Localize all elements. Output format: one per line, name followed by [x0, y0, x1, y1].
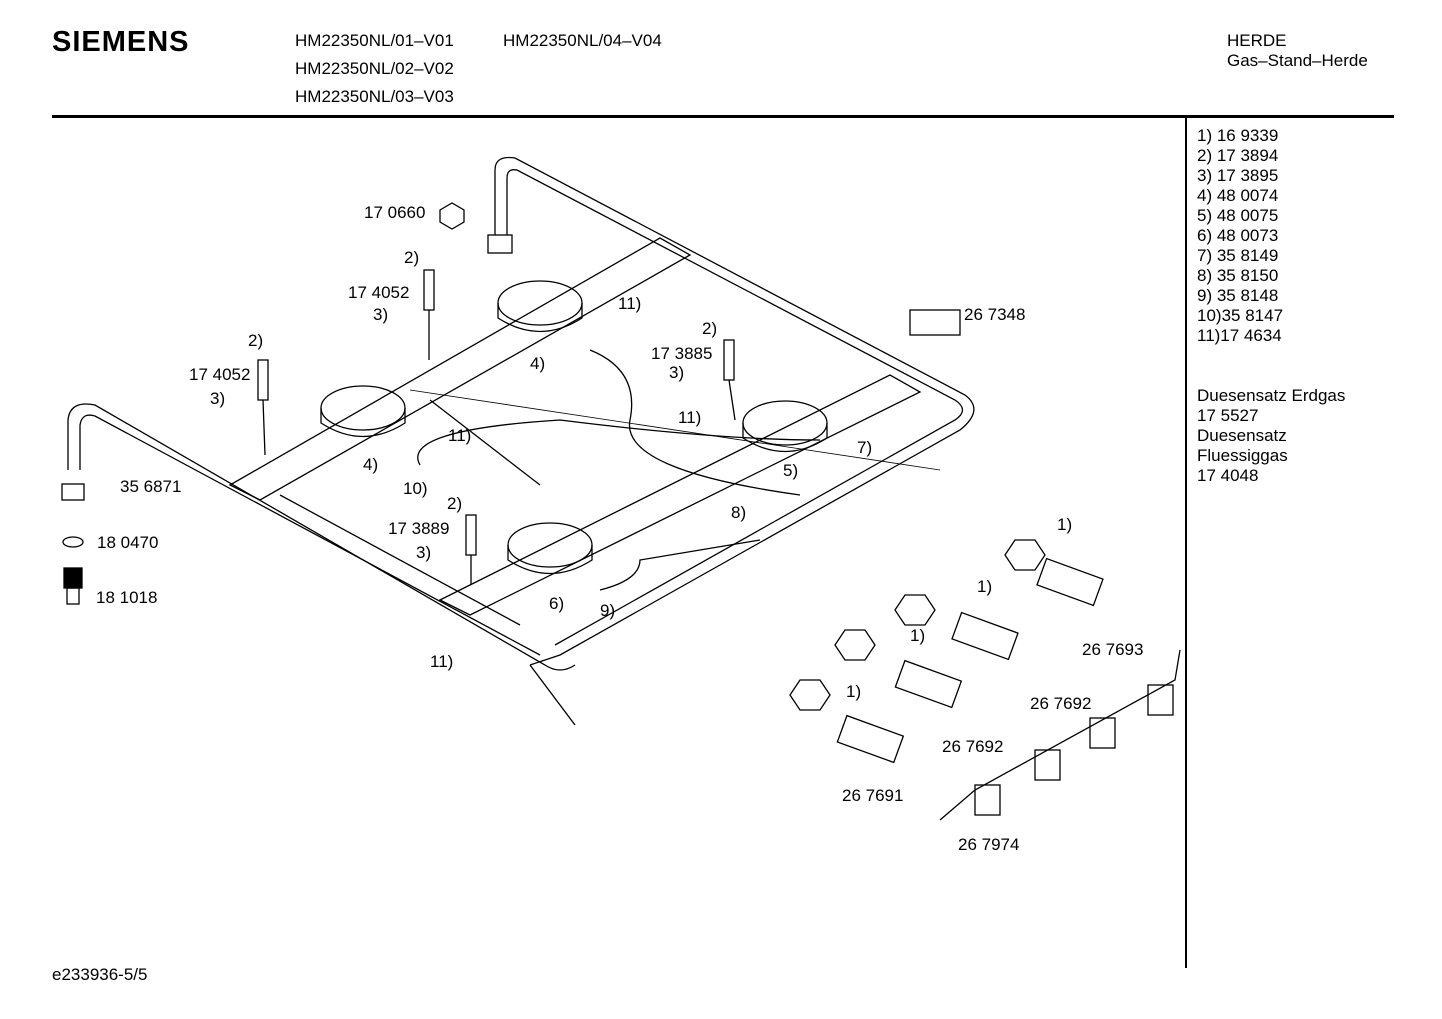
burner-cups	[320, 280, 828, 575]
part-label: 11)	[618, 294, 642, 313]
part-label: 11)	[448, 426, 472, 445]
part-label: 10)	[403, 479, 428, 498]
part-label: 26 7691	[842, 786, 904, 805]
category: HERDE	[1227, 31, 1287, 50]
parts-list-item: 9) 35 8148	[1197, 286, 1279, 305]
part-label: 1)	[910, 626, 926, 645]
part-label: 2)	[404, 248, 420, 267]
part-label: 18 1018	[96, 588, 158, 607]
part-label: 26 7348	[964, 305, 1026, 324]
parts-list-item: 1) 16 9339	[1197, 126, 1279, 145]
parts-list-item: 4) 48 0074	[1197, 186, 1279, 205]
document-id: e233936-5/5	[52, 965, 148, 984]
nozzle-set-number: 17 5527	[1197, 406, 1259, 425]
part-label: 26 7693	[1082, 640, 1144, 659]
gas-valves	[789, 539, 1104, 764]
part-label: 2)	[447, 494, 463, 513]
parts-list-item: 6) 48 0073	[1197, 226, 1279, 245]
header-divider	[52, 115, 1394, 118]
part-label: 26 7692	[942, 737, 1004, 756]
parts-list-item: 5) 48 0075	[1197, 206, 1279, 225]
part-label: 5)	[783, 461, 799, 480]
part-label: 11)	[430, 652, 454, 671]
burner-frame-tubes	[67, 156, 975, 671]
part-label: 1)	[977, 577, 993, 596]
model-number: HM22350NL/03–V03	[295, 87, 454, 106]
model-number: HM22350NL/01–V01	[295, 31, 454, 50]
part-label: 18 0470	[97, 533, 159, 552]
part-label: 17 4052	[348, 283, 410, 302]
part-label: 35 6871	[120, 477, 182, 496]
part-label: 3)	[373, 305, 389, 324]
parts-list: 1) 16 9339 2) 17 3894 3) 17 3895 4) 48 0…	[1197, 126, 1345, 486]
siemens-logo: SIEMENS	[52, 26, 190, 58]
part-label: 1)	[1057, 515, 1073, 534]
part-label: 17 3885	[651, 344, 713, 363]
parts-list-item: 8) 35 8150	[1197, 266, 1279, 285]
column-divider	[1185, 118, 1187, 968]
parts-list-item: 11)17 4634	[1197, 326, 1282, 345]
part-label: 4)	[363, 455, 379, 474]
parts-list-item: 2) 17 3894	[1197, 146, 1279, 165]
misc-parts	[61, 202, 1181, 821]
model-number: HM22350NL/04–V04	[503, 31, 662, 50]
parts-list-item: 7) 35 8149	[1197, 246, 1279, 265]
nozzle-set-label: Fluessiggas	[1197, 446, 1288, 465]
part-label: 2)	[248, 331, 264, 350]
part-label: 17 0660	[364, 203, 426, 222]
part-label: 3)	[416, 543, 432, 562]
nozzle-set-number: 17 4048	[1197, 466, 1259, 485]
part-label: 4)	[530, 354, 546, 373]
part-label: 1)	[846, 682, 862, 701]
part-label: 3)	[210, 389, 226, 408]
part-label: 3)	[669, 363, 685, 382]
part-label: 9)	[600, 601, 616, 620]
model-number: HM22350NL/02–V02	[295, 59, 454, 78]
nozzle-set-label: Duesensatz Erdgas	[1197, 386, 1346, 405]
part-label: 17 3889	[388, 519, 450, 538]
part-label: 2)	[702, 319, 718, 338]
part-label: 6)	[549, 594, 565, 613]
parts-list-item: 10)35 8147	[1197, 306, 1284, 325]
part-label: 26 7692	[1030, 694, 1092, 713]
subcategory: Gas–Stand–Herde	[1227, 51, 1368, 70]
gas-pipes	[417, 349, 821, 726]
nozzle-set-label: Duesensatz	[1197, 426, 1287, 445]
part-label: 11)	[678, 408, 702, 427]
parts-list-item: 3) 17 3895	[1197, 166, 1279, 185]
ignition-electrodes	[257, 269, 736, 585]
part-label: 26 7974	[958, 835, 1020, 854]
part-label: 8)	[731, 503, 747, 522]
part-label: 7)	[857, 438, 873, 457]
part-label: 17 4052	[189, 365, 251, 384]
